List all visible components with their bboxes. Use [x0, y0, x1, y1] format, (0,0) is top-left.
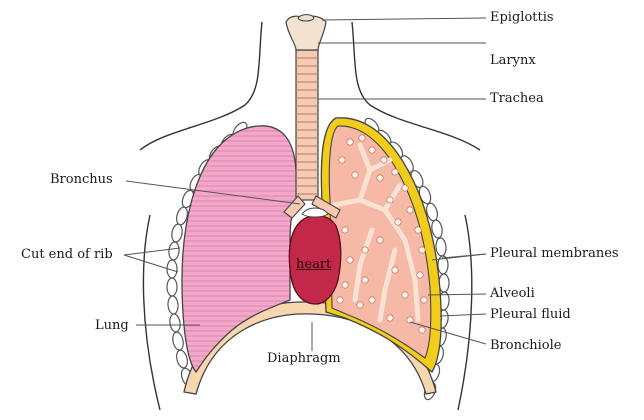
alveoli-clusters	[336, 134, 428, 334]
label-diaphragm: Diaphragm	[267, 351, 341, 366]
label-pleural-membranes: Pleural membranes	[490, 246, 619, 261]
body-outline	[139, 21, 481, 411]
label-pleural-fluid: Pleural fluid	[490, 307, 571, 322]
heart-shape	[288, 215, 342, 305]
bronchial-tree	[331, 142, 421, 323]
label-epiglottis: Epiglottis	[490, 10, 554, 25]
label-trachea: Trachea	[490, 91, 544, 106]
label-alveoli: Alveoli	[490, 286, 535, 301]
label-heart: heart	[296, 257, 332, 272]
bronchus-right	[311, 195, 341, 219]
heart-vessel	[301, 207, 329, 218]
leader-lines	[123, 17, 487, 351]
label-lung: Lung	[95, 318, 129, 333]
left-lung	[181, 125, 299, 374]
label-cut-end-of-rib: Cut end of rib	[21, 247, 113, 262]
label-larynx: Larynx	[490, 53, 536, 68]
label-bronchiole: Bronchiole	[490, 338, 562, 353]
bronchus-left	[283, 195, 306, 219]
trachea	[295, 49, 319, 201]
epiglottis-shape	[297, 14, 315, 22]
label-bronchus: Bronchus	[50, 172, 113, 187]
